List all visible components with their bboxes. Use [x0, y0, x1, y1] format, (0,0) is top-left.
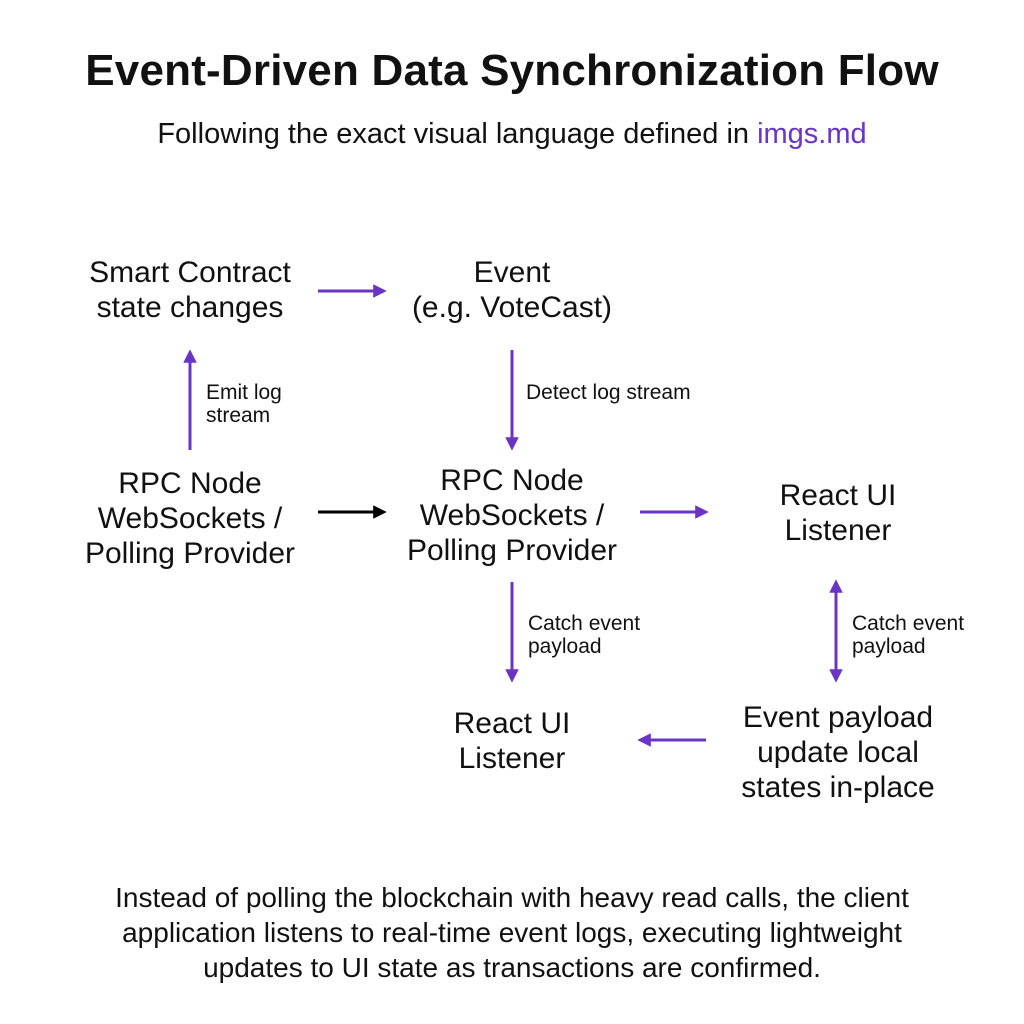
node-rpc-center-line-3: Polling Provider	[406, 534, 618, 567]
edge-label-catch-center-line-1: Catch event	[528, 612, 641, 635]
edge-label-catch-right: Catch event payload	[852, 612, 964, 658]
edge-label-catch-center-line-2: payload	[528, 635, 602, 658]
node-smart-contract-line-2: state changes	[96, 291, 284, 324]
edge-label-catch-right-line-2: payload	[852, 635, 926, 658]
node-react-bottom-line-2: Listener	[458, 742, 566, 775]
diagram-subtitle: Following the exact visual language defi…	[0, 118, 1024, 151]
footer-line-1: Instead of polling the blockchain with h…	[115, 882, 909, 913]
node-rpc-left-line-2: WebSockets /	[97, 502, 283, 535]
node-event: Event (e.g. VoteCast)	[362, 255, 662, 325]
edge-label-emit-log: Emit log stream	[206, 381, 282, 427]
edge-label-detect-log-line-1: Detect log stream	[526, 381, 691, 404]
diagram-title: Event-Driven Data Synchronization Flow	[85, 46, 939, 95]
node-rpc-center-line-2: WebSockets /	[419, 499, 605, 532]
node-react-bottom-line-1: React UI	[453, 707, 571, 740]
node-event-line-1: Event	[473, 256, 551, 289]
edge-label-emit-log-line-1: Emit log	[206, 381, 282, 404]
subtitle-text: Following the exact visual language defi…	[157, 118, 750, 150]
subtitle-link[interactable]: imgs.md	[757, 118, 867, 150]
node-smart-contract: Smart Contract state changes	[40, 255, 340, 325]
node-event-payload: Event payload update local states in-pla…	[688, 700, 988, 805]
node-react-right-line-2: Listener	[784, 514, 892, 547]
node-react-bottom: React UI Listener	[362, 706, 662, 776]
node-rpc-left-line-3: Polling Provider	[84, 537, 296, 570]
node-rpc-center-line-1: RPC Node	[440, 464, 584, 497]
edge-label-emit-log-line-2: stream	[206, 404, 271, 427]
edge-label-catch-center: Catch event payload	[528, 612, 640, 658]
edge-label-detect-log: Detect log stream	[526, 381, 691, 404]
footer-line-3: updates to UI state as transactions are …	[203, 952, 821, 983]
node-rpc-left-line-1: RPC Node	[118, 467, 262, 500]
node-event-line-2: (e.g. VoteCast)	[411, 291, 613, 324]
node-event-payload-line-1: Event payload	[742, 701, 934, 734]
footer-line-2: application listens to real-time event l…	[122, 917, 902, 948]
edge-label-catch-right-line-1: Catch event	[852, 612, 965, 635]
node-react-right-line-1: React UI	[779, 479, 897, 512]
node-smart-contract-line-1: Smart Contract	[89, 256, 291, 289]
diagram-footer-description: Instead of polling the blockchain with h…	[0, 880, 1024, 985]
node-react-right: React UI Listener	[688, 478, 988, 548]
node-rpc-center: RPC Node WebSockets / Polling Provider	[362, 463, 662, 568]
node-rpc-left: RPC Node WebSockets / Polling Provider	[40, 466, 340, 571]
node-event-payload-line-3: states in-place	[741, 771, 935, 804]
node-event-payload-line-2: update local	[757, 736, 919, 769]
